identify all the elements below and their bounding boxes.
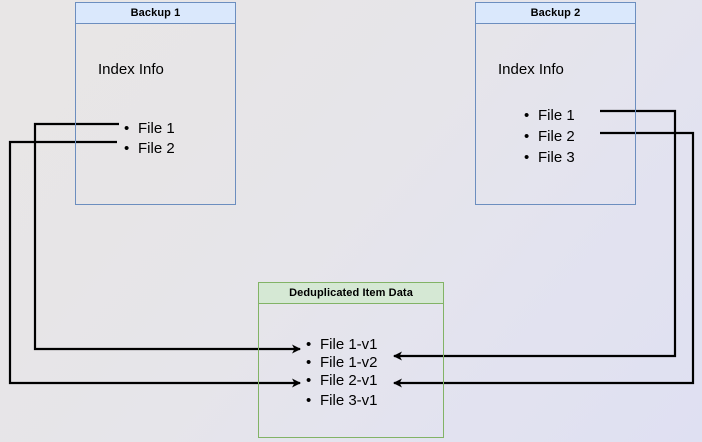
backup-1-node[interactable]: Backup 1 Index Info File 1 File 2: [75, 2, 236, 205]
list-item: File 1: [524, 105, 575, 126]
list-item: File 3-v1: [306, 392, 378, 410]
connector-backup1-file2-to-file2v1: [8, 140, 301, 388]
backup-2-file-list: File 1 File 2 File 3: [524, 105, 575, 168]
backup-2-title: Backup 2: [476, 3, 635, 24]
backup-2-node[interactable]: Backup 2 Index Info File 1 File 2 File 3: [475, 2, 636, 205]
backup-1-index-info-label: Index Info: [98, 61, 164, 78]
deduplicated-item-data-node[interactable]: Deduplicated Item Data File 1-v1 File 1-…: [258, 282, 444, 438]
connector-backup1-file1-to-file1v1: [33, 122, 301, 354]
list-item: File 2: [124, 139, 175, 159]
list-item: File 1-v2: [306, 354, 378, 372]
deduplicated-item-data-body: File 1-v1 File 1-v2 File 2-v1 File 3-v1: [259, 304, 443, 437]
list-item: File 1-v1: [306, 336, 378, 354]
backup-1-title: Backup 1: [76, 3, 235, 24]
backup-2-index-info-label: Index Info: [498, 61, 564, 78]
list-item: File 2: [524, 126, 575, 147]
connector-backup2-file1-to-file1v2: [393, 109, 677, 361]
backup-1-body: Index Info File 1 File 2: [76, 24, 235, 204]
list-item: File 1: [124, 119, 175, 139]
backup-2-body: Index Info File 1 File 2 File 3: [476, 24, 635, 204]
connector-backup2-file2-to-file2v1: [393, 131, 695, 388]
list-item: File 3: [524, 147, 575, 168]
deduplicated-item-data-title: Deduplicated Item Data: [259, 283, 443, 304]
list-item: File 2-v1: [306, 372, 378, 390]
backup-1-file-list: File 1 File 2: [124, 119, 175, 159]
deduplicated-item-list: File 1-v1 File 1-v2 File 2-v1 File 3-v1: [306, 336, 378, 410]
